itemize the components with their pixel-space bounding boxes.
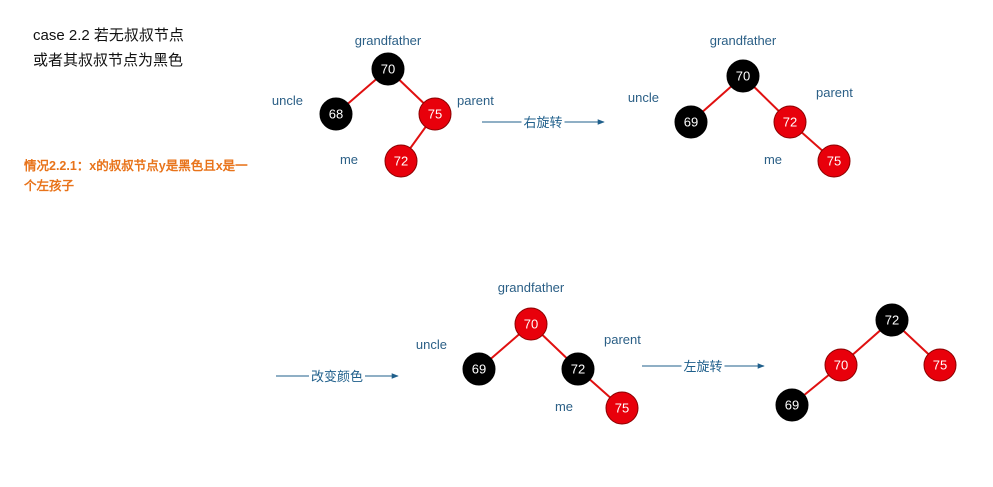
tree-1-label-uncle: uncle — [272, 93, 303, 108]
tree-1-label-me: me — [340, 152, 358, 167]
tree-4-node-value: 75 — [933, 358, 947, 373]
tree-4-node-value: 69 — [785, 398, 799, 413]
tree-2-label-uncle: uncle — [628, 90, 659, 105]
tree-2-label-parent: parent — [816, 85, 853, 100]
transition-arrow-1: 右旋转 — [482, 114, 605, 130]
case-title-line-1: case 2.2 若无叔叔节点 — [33, 27, 184, 44]
tree-2-node-value: 70 — [736, 69, 750, 84]
tree-1-node-value: 75 — [428, 107, 442, 122]
tree-2-node-gf: 70 — [726, 59, 760, 93]
tree-2-node-value: 69 — [684, 115, 698, 130]
tree-3-node-parent: 72 — [561, 352, 595, 386]
tree-1-label-grandfather: grandfather — [355, 33, 422, 48]
tree-4-node-left: 70 — [824, 348, 858, 382]
tree-2-node-value: 75 — [827, 154, 841, 169]
tree-4-node-right: 75 — [923, 348, 957, 382]
tree-3-node-uncle: 69 — [462, 352, 496, 386]
transition-arrow-3: 左旋转 — [642, 358, 765, 374]
tree-3-node-value: 69 — [472, 362, 486, 377]
tree-3-node-value: 70 — [524, 317, 538, 332]
tree-2-label-grandfather: grandfather — [710, 33, 777, 48]
tree-3-node-gf: 70 — [514, 307, 548, 341]
tree-1-label-parent: parent — [457, 93, 494, 108]
transition-arrow-2: 改变颜色 — [276, 368, 399, 384]
tree-3-label-me: me — [555, 399, 573, 414]
nodes-layer: 70 68 75 72 70 69 72 75 70 69 72 75 72 70 75 69 — [319, 52, 957, 425]
tree-3-label-grandfather: grandfather — [498, 280, 565, 295]
tree-2-node-me: 75 — [817, 144, 851, 178]
tree-1-node-uncle: 68 — [319, 97, 353, 131]
tree-3-node-value: 75 — [615, 401, 629, 416]
case-title: case 2.2 若无叔叔节点 或者其叔叔节点为黑色 — [33, 23, 184, 73]
tree-3-node-me: 75 — [605, 391, 639, 425]
tree-4-node-value: 70 — [834, 358, 848, 373]
tree-1-node-value: 72 — [394, 154, 408, 169]
case-title-line-2: 或者其叔叔节点为黑色 — [33, 52, 184, 69]
tree-2-node-parent: 72 — [773, 105, 807, 139]
transition-arrow-label: 左旋转 — [683, 359, 722, 374]
tree-3-label-parent: parent — [604, 332, 641, 347]
transition-arrow-label: 右旋转 — [523, 115, 562, 130]
tree-1-node-me: 72 — [384, 144, 418, 178]
tree-1-node-gf: 70 — [371, 52, 405, 86]
tree-3-label-uncle: uncle — [416, 337, 447, 352]
labels-layer: grandfather uncle parent me grandfather uncle… — [272, 33, 853, 414]
transition-arrow-label: 改变颜色 — [311, 369, 363, 384]
tree-2-label-me: me — [764, 152, 782, 167]
tree-4-node-value: 72 — [885, 313, 899, 328]
tree-2-node-value: 72 — [783, 115, 797, 130]
tree-4-node-leftleft: 69 — [775, 388, 809, 422]
case-note: 情况2.2.1：x的叔叔节点y是黑色且x是一个左孩子 — [24, 159, 248, 193]
tree-1-node-value: 68 — [329, 107, 343, 122]
tree-4-node-root: 72 — [875, 303, 909, 337]
tree-2-node-uncle: 69 — [674, 105, 708, 139]
tree-1-node-value: 70 — [381, 62, 395, 77]
tree-1-node-parent: 75 — [418, 97, 452, 131]
tree-3-node-value: 72 — [571, 362, 585, 377]
